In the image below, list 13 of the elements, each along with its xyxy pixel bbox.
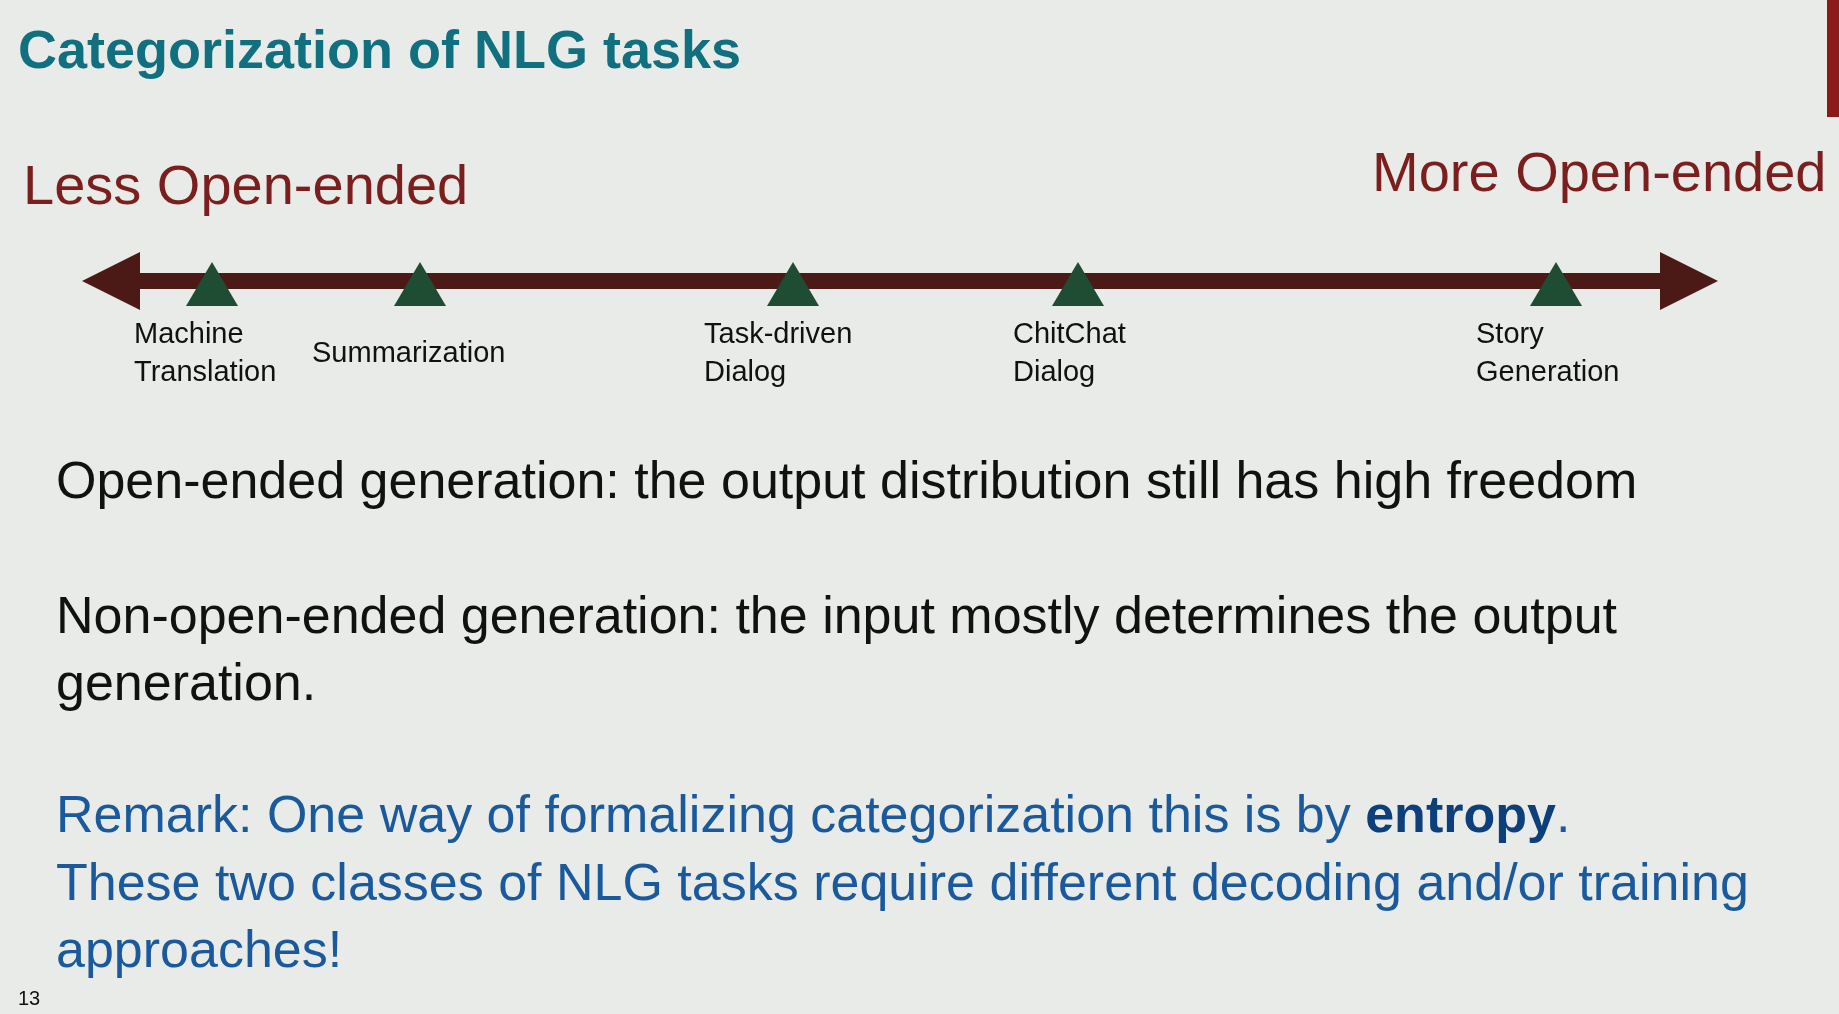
definition-text: Non-open-ended generation: the input mostly determines the output generation. <box>56 585 1618 713</box>
task-label: ChitChat Dialog <box>1013 316 1127 389</box>
task-label: Task-driven Dialog <box>704 316 854 389</box>
task-label: Machine Translation <box>134 316 278 389</box>
remark-text: These two classes of NLG tasks require different decoding and/or training approaches! <box>56 852 1750 980</box>
task-label: Summarization <box>312 335 506 370</box>
slide-number: 13 <box>18 986 41 1010</box>
definition-text: Open-ended generation: the output distribution still has high freedom <box>56 450 1639 511</box>
slide-title: Categorization of NLG tasks <box>18 18 742 81</box>
axis-end-label: Less Open-ended <box>23 152 469 218</box>
axis-end-label: More Open-ended <box>1372 139 1827 205</box>
remark-text: Remark: One way of formalizing categorization this is by entropy. <box>56 784 1572 845</box>
task-label: Story Generation <box>1476 316 1621 389</box>
